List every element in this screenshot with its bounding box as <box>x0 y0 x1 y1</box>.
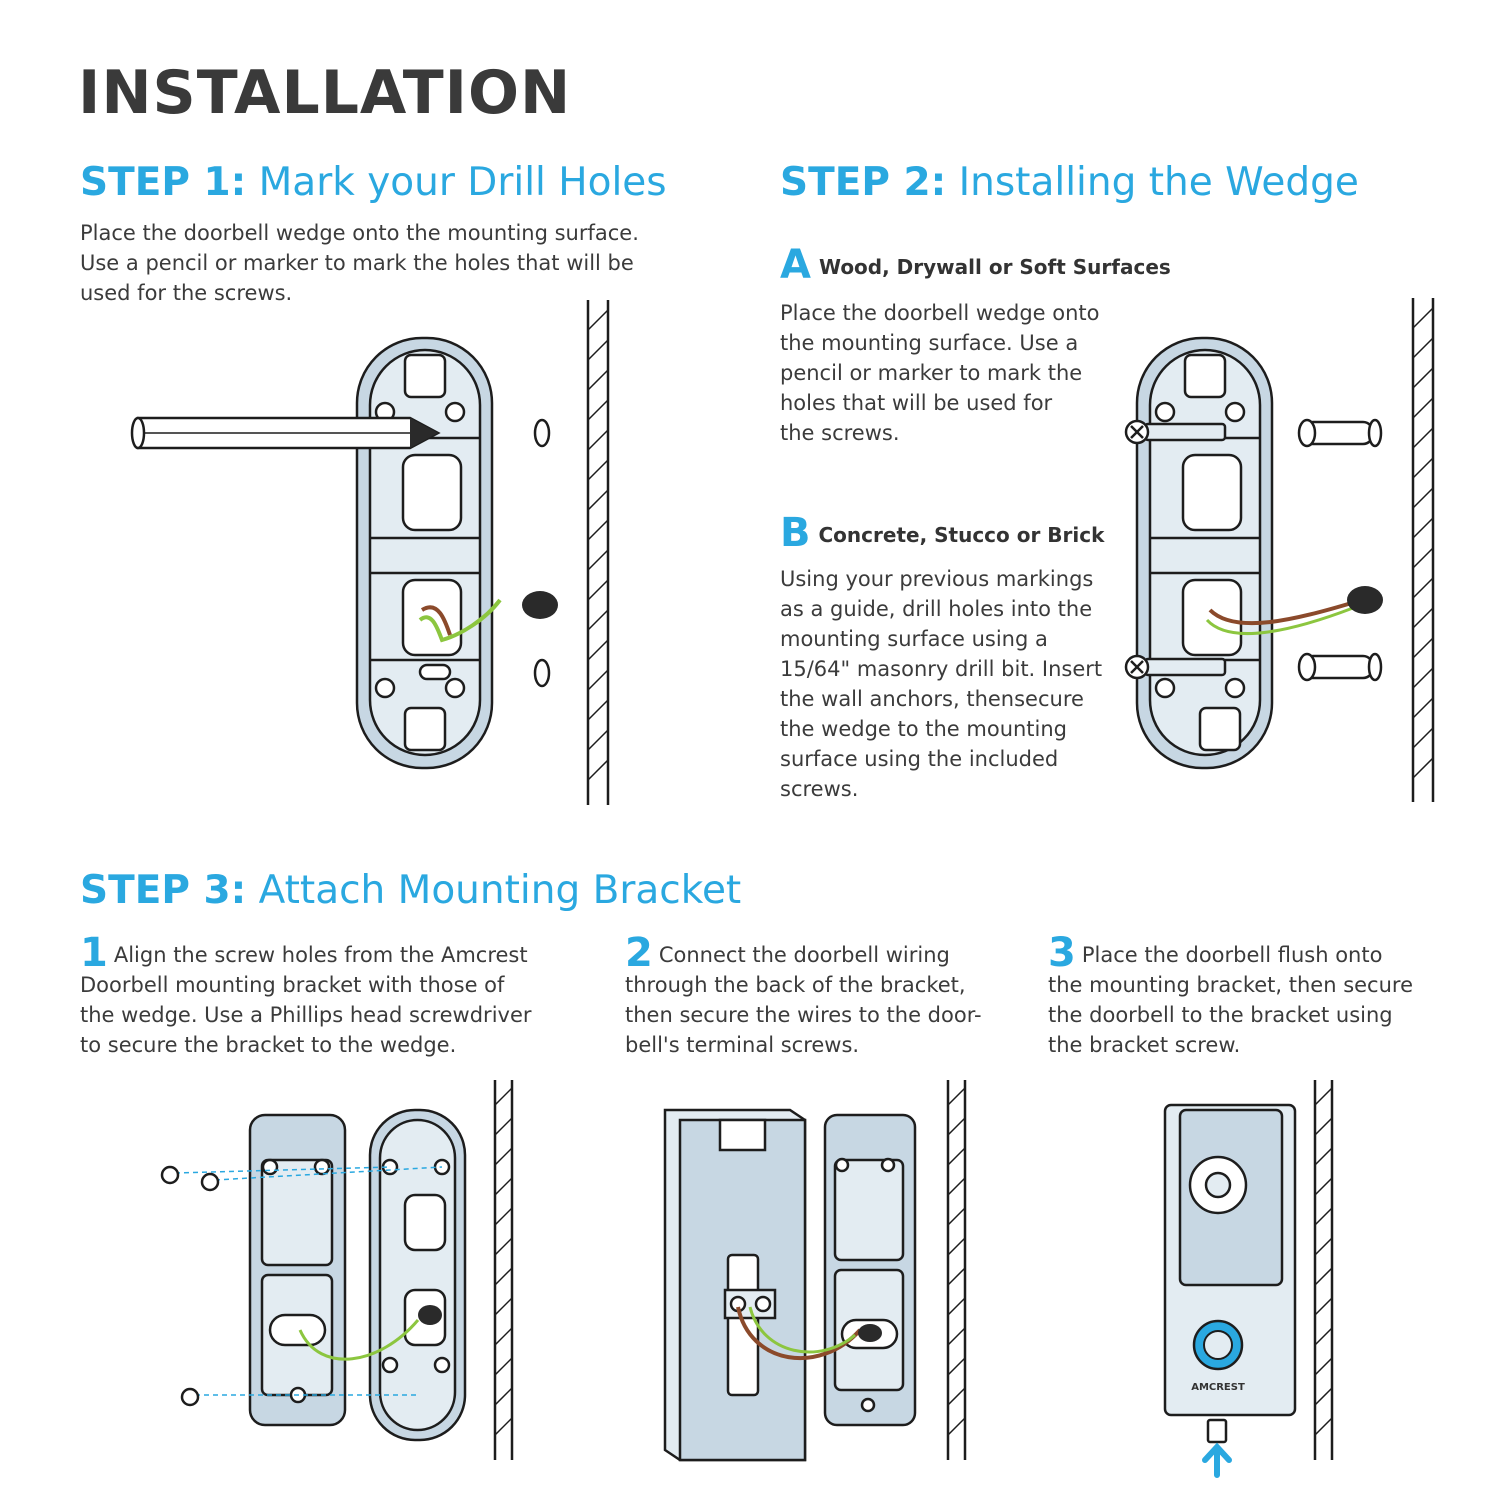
step1-illustration <box>130 300 610 805</box>
step2-heading: STEP 2: Installing the Wedge <box>780 160 1359 205</box>
step3-illustration-3: AMCREST <box>1163 1080 1334 1478</box>
text-line: used for the screws. <box>80 281 293 305</box>
text-line: the doorbell to the bracket using <box>1048 1003 1393 1027</box>
wall-icon <box>586 300 610 805</box>
wall-icon <box>1411 298 1435 802</box>
text-line: Using your previous markings <box>780 567 1094 591</box>
step3-title: Attach Mounting Bracket <box>258 868 742 913</box>
step2b-letter: B <box>780 510 811 556</box>
page-title: INSTALLATION <box>78 58 572 128</box>
step2b-title: Concrete, Stucco or Brick <box>818 523 1105 547</box>
screw-icon <box>1124 654 1227 680</box>
text-line: then secure the wires to the door- <box>625 1003 982 1027</box>
bracket-screw-icon <box>1206 1418 1228 1444</box>
wall-icon <box>1313 1080 1334 1460</box>
step1-title: Mark your Drill Holes <box>258 160 667 205</box>
text-line: the mounting surface. Use a <box>780 331 1079 355</box>
text-line: Place the doorbell flush onto <box>1081 943 1383 967</box>
text-line: Use a pencil or marker to mark the holes… <box>80 251 634 275</box>
text-line: to secure the bracket to the wedge. <box>80 1033 457 1057</box>
step-number: 2 <box>625 930 653 976</box>
text-line: as a guide, drill holes into the <box>780 597 1093 621</box>
text-line: surface using the included <box>780 747 1059 771</box>
wall-anchor-icon <box>1297 418 1383 448</box>
up-arrow-icon <box>1202 1442 1232 1478</box>
wire-icon <box>420 605 452 636</box>
step2-label: STEP 2: <box>780 160 947 205</box>
step3-heading: STEP 3: Attach Mounting Bracket <box>80 868 741 913</box>
wire-icon <box>1205 606 1354 636</box>
step1-heading: STEP 1: Mark your Drill Holes <box>80 160 667 205</box>
wall-anchor-icon <box>1297 652 1383 682</box>
text-line: Place the doorbell wedge onto <box>780 301 1100 325</box>
wall-icon <box>946 1080 967 1460</box>
doorbell-icon: AMCREST <box>1163 1103 1297 1417</box>
text-line: 15/64" masonry drill bit. Insert <box>780 657 1103 681</box>
step3-illustration-2 <box>663 1080 967 1462</box>
step2a-letter: A <box>780 242 811 288</box>
brand-logo: AMCREST <box>1191 1382 1245 1393</box>
wire-icon <box>418 598 502 643</box>
drill-mark-icon <box>533 658 551 688</box>
screw-icon <box>200 1172 220 1192</box>
text-line: through the back of the bracket, <box>625 973 966 997</box>
text-line: bell's terminal screws. <box>625 1033 860 1057</box>
text-line: Connect the doorbell wiring <box>658 943 950 967</box>
step2b-heading: B Concrete, Stucco or Brick <box>780 510 1104 556</box>
text-line: the wall anchors, thensecure <box>780 687 1084 711</box>
text-line: the screws. <box>780 421 900 445</box>
step3-label: STEP 3: <box>80 868 247 913</box>
wire-icon <box>298 1319 420 1361</box>
text-line: the wedge to the mounting <box>780 717 1068 741</box>
mounting-bracket-icon <box>823 1113 917 1427</box>
wedge-icon <box>355 336 494 770</box>
pencil-icon <box>130 416 441 450</box>
text-line: Align the screw holes from the Amcrest <box>113 943 528 967</box>
wire-bundle-icon <box>418 1305 442 1325</box>
mounting-bracket-icon <box>248 1113 347 1427</box>
text-line: holes that will be used for <box>780 391 1053 415</box>
step3-illustration-1 <box>160 1080 514 1460</box>
step2a-heading: A Wood, Drywall or Soft Surfaces <box>780 242 1171 288</box>
step1-label: STEP 1: <box>80 160 247 205</box>
screw-icon <box>180 1387 200 1407</box>
wedge-icon <box>1135 336 1274 770</box>
step2a-instructions: Place the doorbell wedge onto the mounti… <box>780 298 1130 448</box>
step2a-title: Wood, Drywall or Soft Surfaces <box>818 255 1171 279</box>
text-line: the mounting bracket, then secure <box>1048 973 1413 997</box>
drill-mark-icon <box>533 418 551 448</box>
wire-icon <box>748 1306 856 1354</box>
wire-bundle-icon <box>522 591 558 619</box>
wire-bundle-icon <box>858 1324 882 1342</box>
step-number: 3 <box>1048 930 1076 976</box>
step1-instructions: Place the doorbell wedge onto the mounti… <box>80 218 700 308</box>
text-line: the wedge. Use a Phillips head screwdriv… <box>80 1003 532 1027</box>
wire-bundle-icon <box>1347 586 1383 614</box>
doorbell-back-icon <box>663 1108 807 1462</box>
screw-icon <box>1124 419 1227 445</box>
text-line: pencil or marker to mark the <box>780 361 1083 385</box>
step-number: 1 <box>80 930 108 976</box>
step2b-instructions: Using your previous markings as a guide,… <box>780 564 1130 804</box>
step2-title: Installing the Wedge <box>958 160 1359 205</box>
screw-icon <box>160 1165 180 1185</box>
text-line: Place the doorbell wedge onto the mounti… <box>80 221 639 245</box>
wall-icon <box>493 1080 514 1460</box>
text-line: mounting surface using a <box>780 627 1048 651</box>
text-line: screws. <box>780 777 859 801</box>
wedge-icon <box>368 1108 467 1442</box>
step2-illustration <box>1124 298 1435 802</box>
wire-icon <box>1208 600 1356 626</box>
text-line: the bracket screw. <box>1048 1033 1241 1057</box>
text-line: Doorbell mounting bracket with those of <box>80 973 505 997</box>
